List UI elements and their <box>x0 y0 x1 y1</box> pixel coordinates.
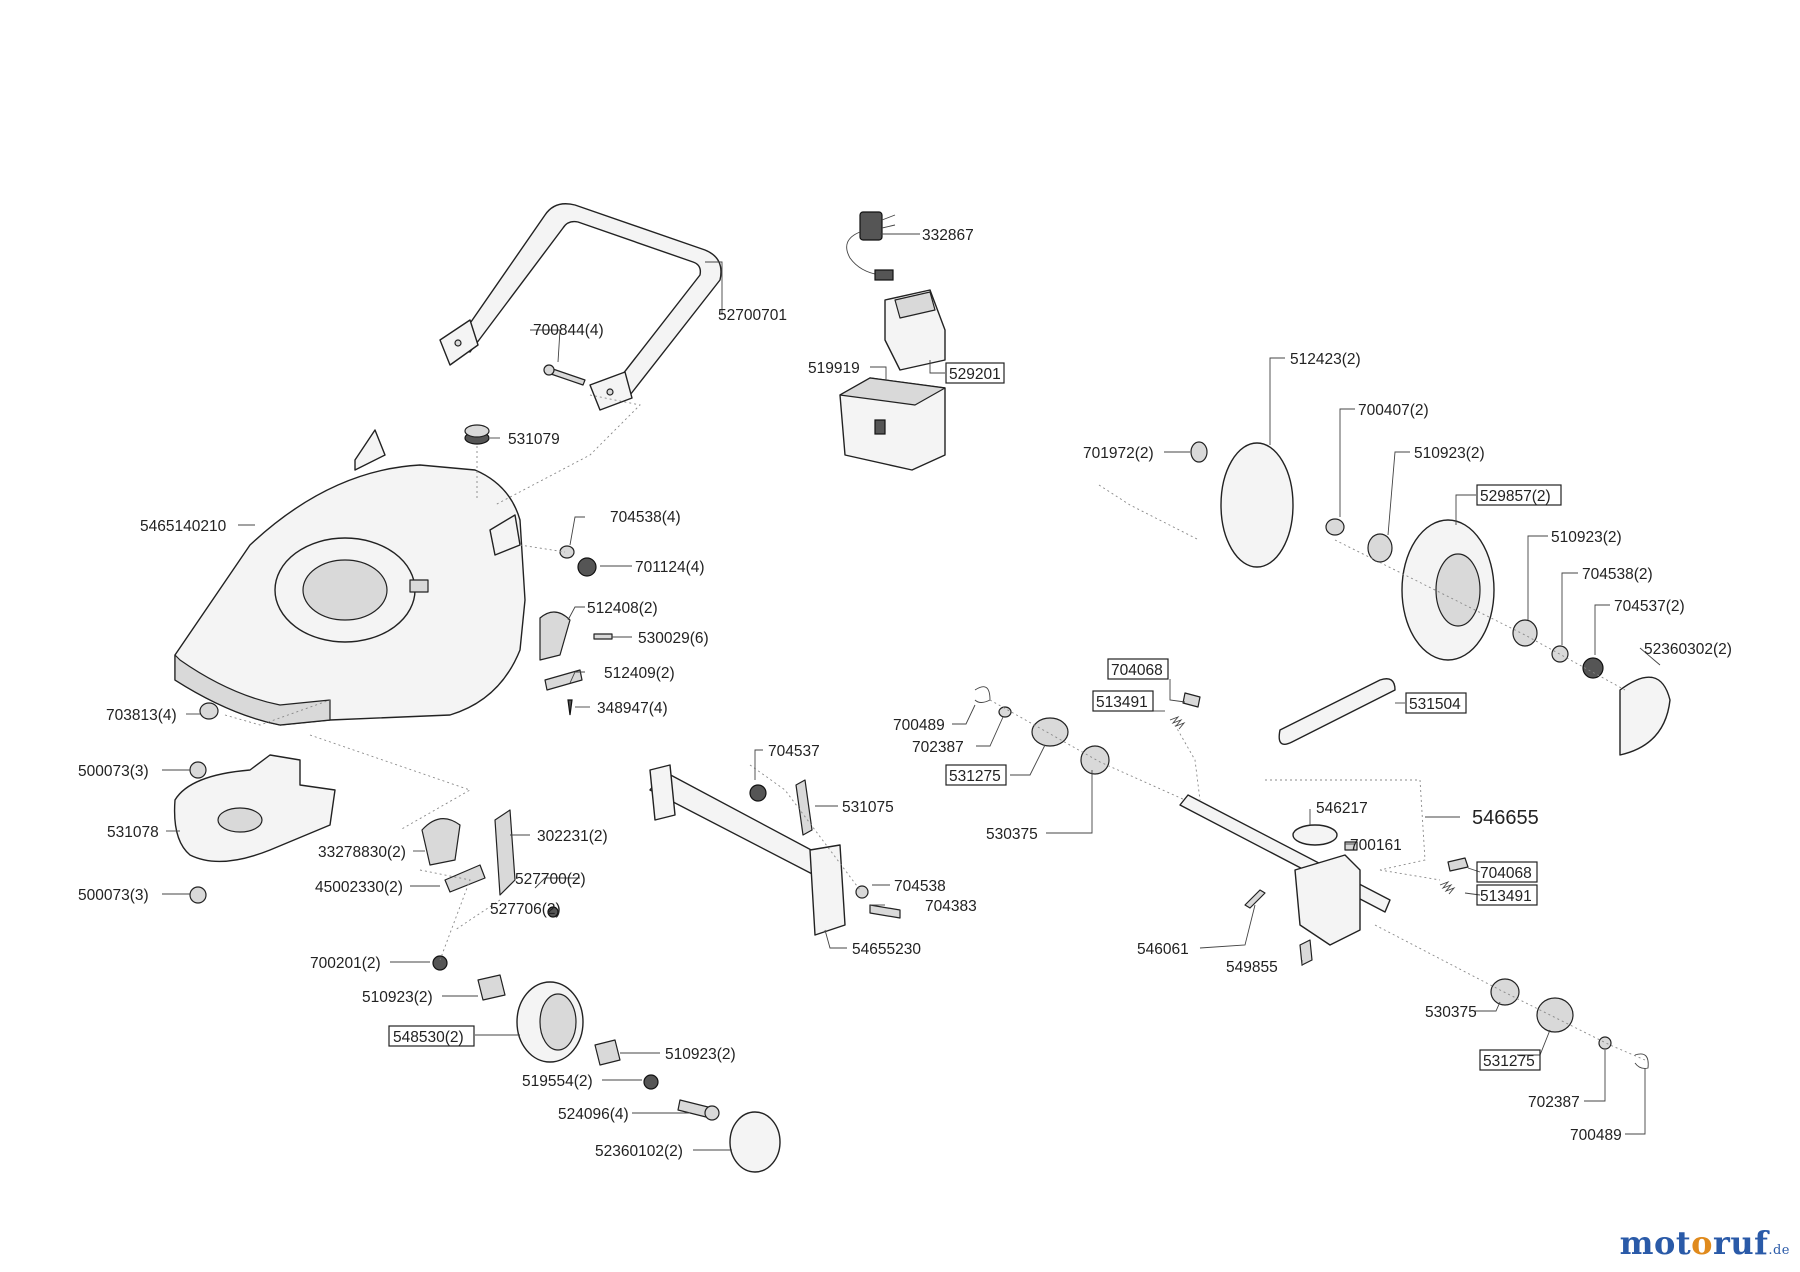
part-label-530029: 530029(6) <box>638 630 709 647</box>
assembly-lines <box>224 394 1646 1061</box>
logo-domain: .de <box>1768 1243 1790 1258</box>
part-label-531075: 531075 <box>842 799 894 816</box>
part-label-531078: 531078 <box>107 824 159 841</box>
part-label-52360302: 52360302(2) <box>1644 641 1732 658</box>
part-label-52360102: 52360102(2) <box>595 1143 683 1160</box>
part-label-530375-b: 530375 <box>1425 1004 1477 1021</box>
part-label-527700: 527700(2) <box>515 871 586 888</box>
logo-part-3: ruf <box>1712 1224 1769 1262</box>
part-label-704068-b: 704068 <box>1480 865 1532 882</box>
part-label-549855: 549855 <box>1226 959 1278 976</box>
motoruf-logo: motoruf.de <box>1620 1224 1790 1262</box>
part-label-33278830: 33278830(2) <box>318 844 406 861</box>
box-529201 <box>945 362 1005 384</box>
part-label-700489-a: 700489 <box>893 717 945 734</box>
gearbox-drawing <box>1294 854 1361 946</box>
leader-lines <box>162 233 1661 1151</box>
box-529857 <box>1476 484 1562 506</box>
part-label-546655: 546655 <box>1472 807 1539 829</box>
part-label-704537-r: 704537(2) <box>1614 598 1685 615</box>
part-label-512409: 512409(2) <box>604 665 675 682</box>
logo-part-1: mot <box>1619 1224 1692 1262</box>
part-label-702387-b: 702387 <box>1528 1094 1580 1111</box>
part-label-332867: 332867 <box>922 227 974 244</box>
part-label-5465140210: 5465140210 <box>140 518 227 535</box>
part-label-700201: 700201(2) <box>310 955 381 972</box>
part-label-704538-r: 704538(2) <box>1582 566 1653 583</box>
part-label-704068-a: 704068 <box>1111 662 1163 679</box>
part-label-700844: 700844(4) <box>533 322 604 339</box>
part-label-700407: 700407(2) <box>1358 402 1429 419</box>
part-label-703813: 703813(4) <box>106 707 177 724</box>
box-531275-b <box>1479 1049 1541 1071</box>
part-label-529201: 529201 <box>949 366 1001 383</box>
part-label-531275-b: 531275 <box>1483 1053 1535 1070</box>
part-label-529857: 529857(2) <box>1480 488 1551 505</box>
part-label-510923-r1: 510923(2) <box>1414 445 1485 462</box>
part-label-704538-c: 704538 <box>894 878 946 895</box>
part-label-512423: 512423(2) <box>1290 351 1361 368</box>
part-label-531504: 531504 <box>1409 696 1461 713</box>
box-704068-a <box>1107 658 1169 680</box>
box-531275-a <box>945 764 1007 786</box>
part-label-510923-r2: 510923(2) <box>1551 529 1622 546</box>
part-label-52700701: 52700701 <box>718 307 787 324</box>
part-label-704537-c: 704537 <box>768 743 820 760</box>
part-drawings <box>173 203 1671 1173</box>
box-513491-b <box>1476 884 1538 906</box>
part-label-546061: 546061 <box>1137 941 1189 958</box>
part-label-702387-a: 702387 <box>912 739 964 756</box>
part-label-531275-a: 531275 <box>949 768 1001 785</box>
handle-bar-drawing <box>454 203 722 396</box>
part-label-513491-b: 513491 <box>1480 888 1532 905</box>
part-label-519919: 519919 <box>808 360 860 377</box>
part-label-701124: 701124(4) <box>635 559 705 576</box>
part-labels: 332867 52700701 700844(4) 519919 529201 … <box>78 227 1732 1160</box>
part-label-548530: 548530(2) <box>393 1029 464 1046</box>
part-label-531079: 531079 <box>508 431 560 448</box>
part-label-510923-l2: 510923(2) <box>665 1046 736 1063</box>
part-label-546217: 546217 <box>1316 800 1368 817</box>
part-label-700489-b: 700489 <box>1570 1127 1622 1144</box>
part-label-500073-a: 500073(3) <box>78 763 149 780</box>
part-label-701972: 701972(2) <box>1083 445 1154 462</box>
rear-flap-drawing <box>173 754 336 863</box>
part-label-348947: 348947(4) <box>597 700 668 717</box>
part-label-54655230: 54655230 <box>852 941 921 958</box>
box-513491-a <box>1092 690 1154 712</box>
part-label-302231: 302231(2) <box>537 828 608 845</box>
part-label-512408: 512408(2) <box>587 600 658 617</box>
part-label-524096: 524096(4) <box>558 1106 629 1123</box>
part-label-513491-a: 513491 <box>1096 694 1148 711</box>
part-label-45002330: 45002330(2) <box>315 879 403 896</box>
belt-drawing <box>1278 678 1396 745</box>
part-label-500073-b: 500073(3) <box>78 887 149 904</box>
part-label-700161: 700161 <box>1350 837 1402 854</box>
box-704068-b <box>1476 861 1538 883</box>
box-531504 <box>1405 692 1467 714</box>
part-label-704383: 704383 <box>925 898 977 915</box>
part-label-527706: 527706(2) <box>490 901 561 918</box>
part-label-530375-a: 530375 <box>986 826 1038 843</box>
logo-part-2: o <box>1691 1224 1713 1262</box>
box-548530 <box>388 1025 475 1047</box>
part-label-519554: 519554(2) <box>522 1073 593 1090</box>
part-label-704538-4: 704538(4) <box>610 509 681 526</box>
part-label-510923-l1: 510923(2) <box>362 989 433 1006</box>
